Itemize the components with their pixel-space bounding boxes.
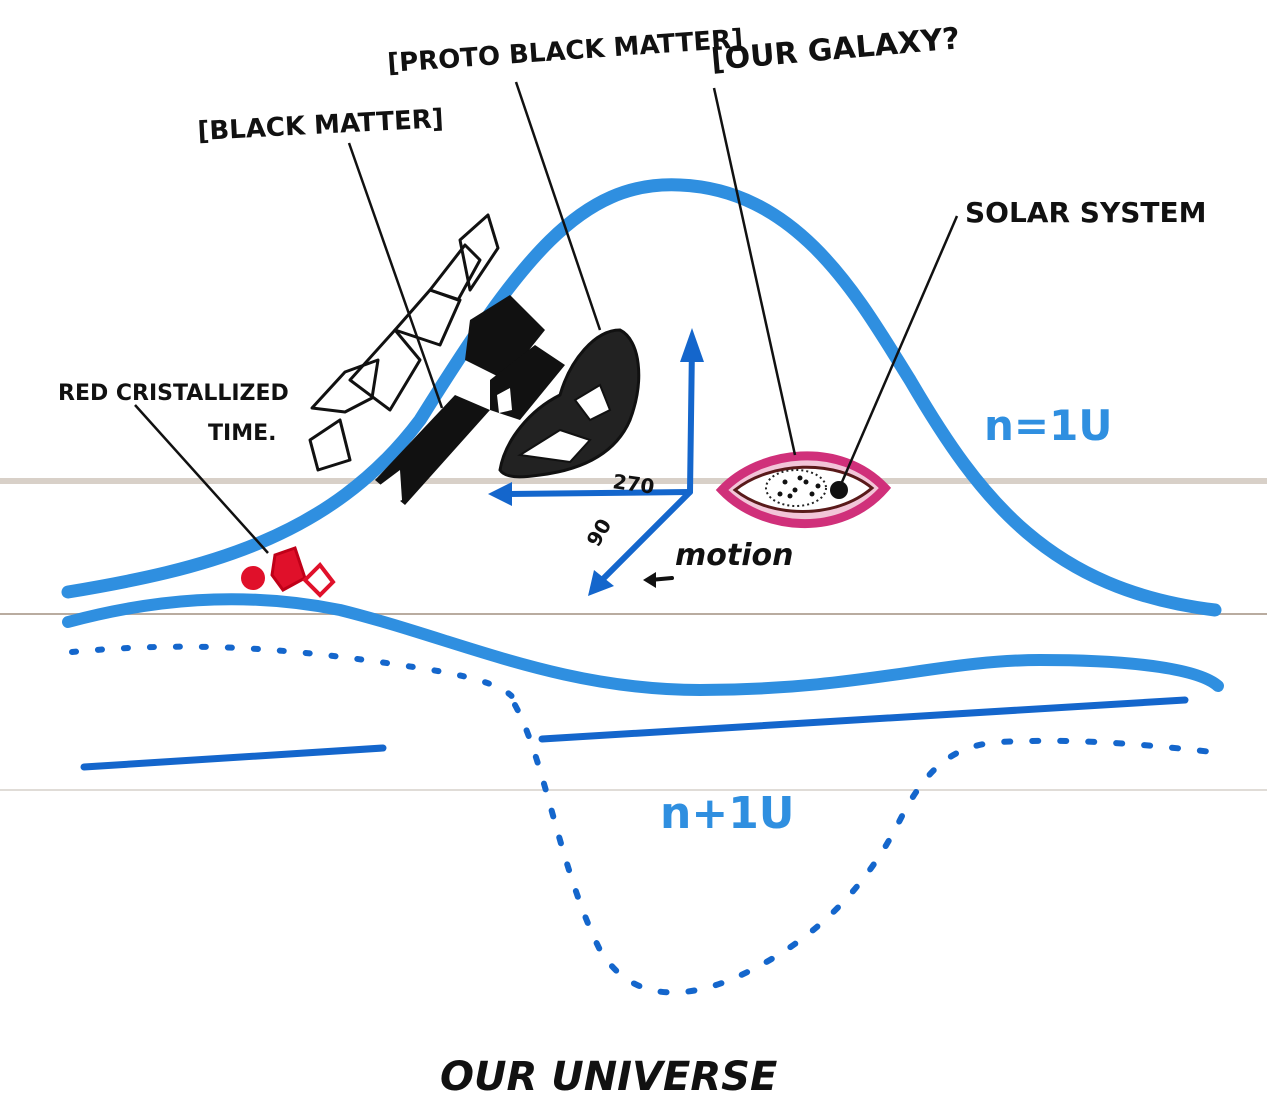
- label-n-equals-1u: n=1U: [984, 401, 1112, 450]
- dotted-wave: [72, 647, 515, 700]
- label-solar-system: SOLAR SYSTEM: [965, 196, 1207, 229]
- label-black-matter: [BLACK MATTER]: [197, 104, 445, 147]
- baseline-wave: [68, 599, 1218, 690]
- label-time: TIME.: [208, 421, 276, 446]
- label-proto-black-matter: [PROTO BLACK MATTER]: [386, 24, 744, 79]
- ruled-lines: [0, 478, 1267, 790]
- our-galaxy: [722, 456, 885, 524]
- label-motion: motion: [675, 538, 793, 573]
- motion-arrowhead: [643, 572, 656, 588]
- label-our-universe: OUR UNIVERSE: [440, 1054, 777, 1100]
- label-red-crystallized: RED CRISTALLIZED: [58, 381, 289, 406]
- dotted-dip: [515, 705, 1212, 992]
- lower-line-right: [542, 700, 1185, 739]
- solar-system-dot: [830, 481, 848, 499]
- label-n-plus-1u: n+1U: [660, 788, 795, 839]
- label-axis-90: 90: [582, 514, 617, 550]
- label-our-galaxy: [OUR GALAXY?: [710, 21, 962, 78]
- red-crystallized-time: [241, 548, 333, 595]
- lower-line-left: [84, 748, 383, 767]
